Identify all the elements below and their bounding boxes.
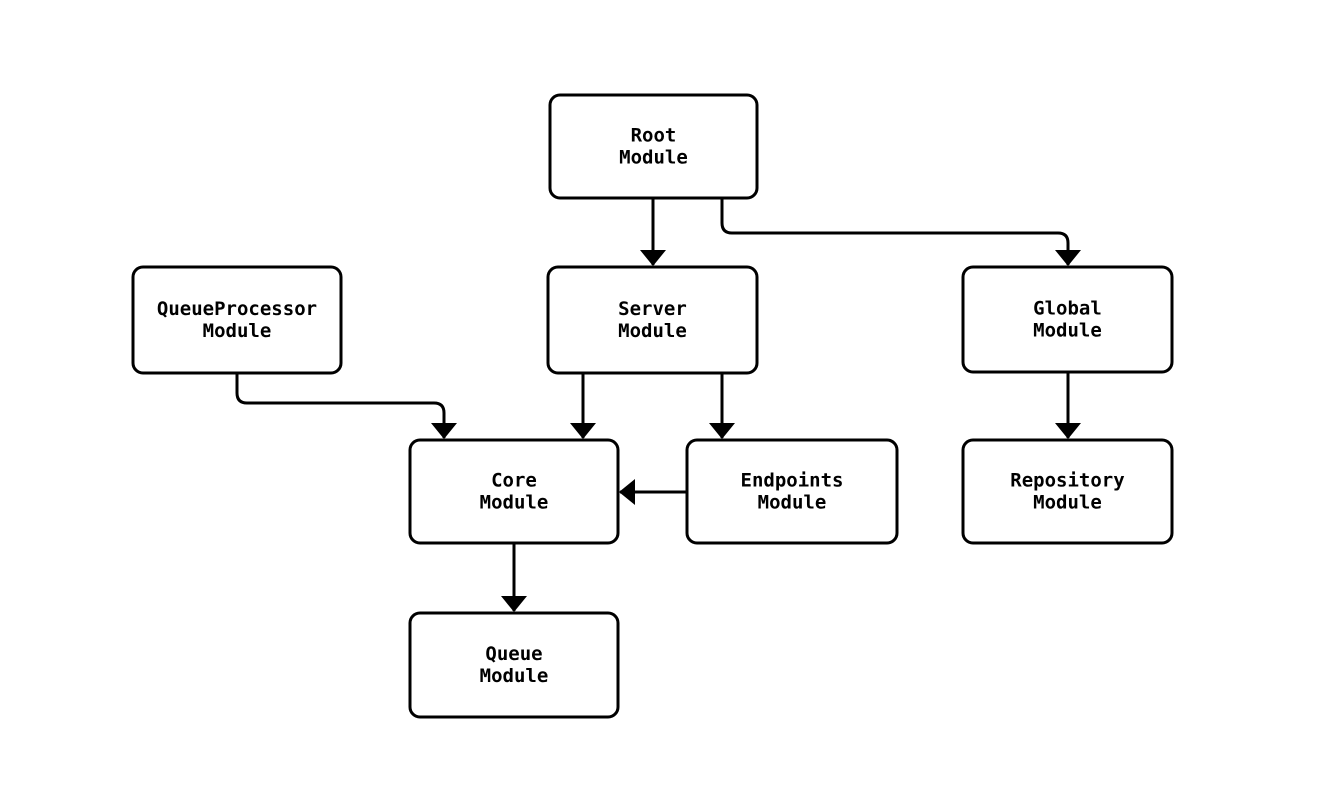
global-module-box bbox=[961, 265, 1174, 374]
queueprocessor-module-box bbox=[131, 265, 343, 375]
core-module-box bbox=[408, 438, 620, 545]
edge-root-module-to-global-module bbox=[720, 198, 1081, 266]
edge-queueprocessor-module-to-core-module bbox=[235, 373, 457, 439]
endpoints-module-box bbox=[685, 438, 899, 545]
root-module-box bbox=[548, 93, 759, 200]
server-module-box bbox=[546, 265, 759, 375]
edges-layer bbox=[235, 198, 1081, 612]
queue-module-box bbox=[408, 611, 620, 719]
repository-module-box bbox=[961, 438, 1174, 545]
